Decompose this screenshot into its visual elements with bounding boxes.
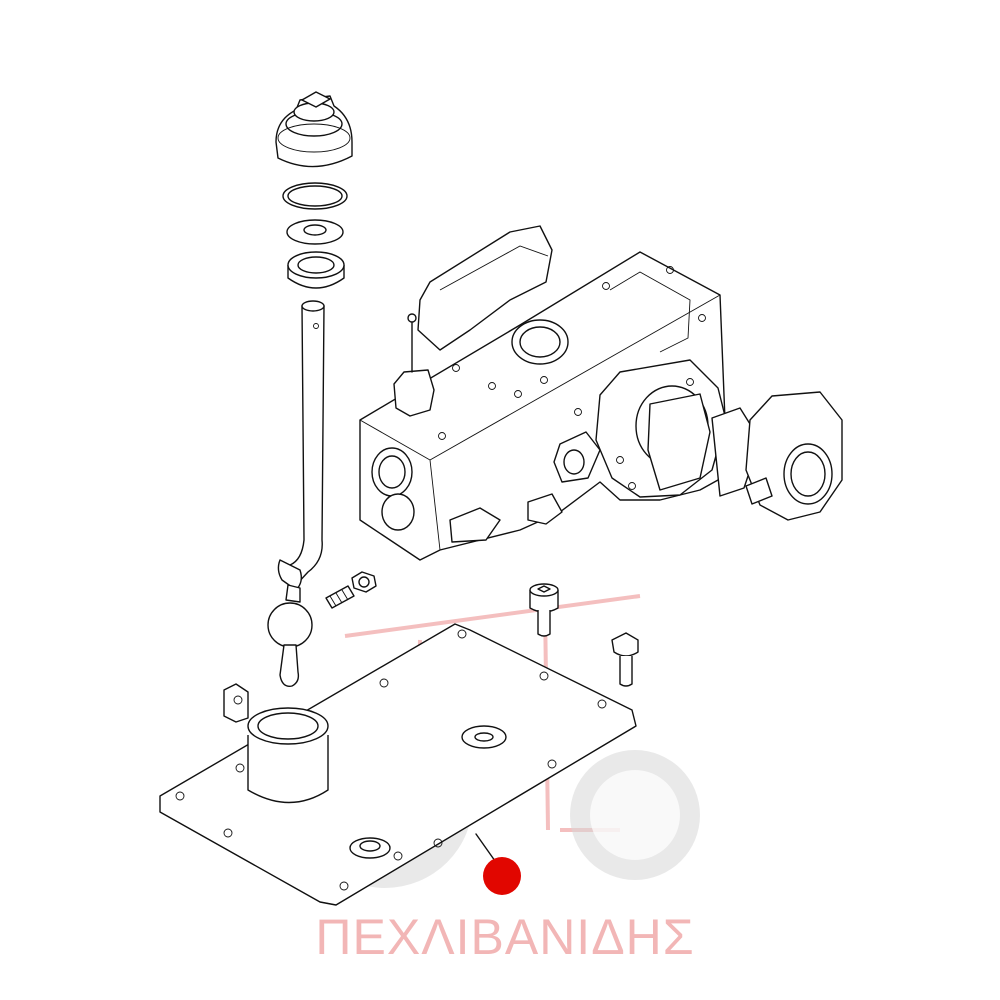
bushing (287, 251, 345, 289)
set-screw (325, 585, 355, 609)
hex-bolt (611, 632, 639, 687)
plate-holes (175, 629, 607, 891)
lever-housing (223, 683, 329, 804)
transmission-housing (359, 225, 843, 561)
watermark-brand-text: ΠΕΧΛΙΒΑΝΙΔΗΣ (315, 909, 695, 965)
gear-lever (267, 300, 325, 687)
washer (286, 219, 344, 245)
cover-plate (159, 623, 637, 906)
gear-knob (275, 91, 353, 168)
watermark-gear-small (570, 750, 700, 880)
plate-washer (461, 725, 507, 749)
plate-plug (349, 837, 391, 859)
housing-bolt-heads (438, 266, 706, 490)
hex-nut (351, 571, 377, 593)
socket-head-bolt (529, 583, 559, 637)
o-ring (282, 182, 348, 210)
callout-marker (483, 857, 521, 895)
